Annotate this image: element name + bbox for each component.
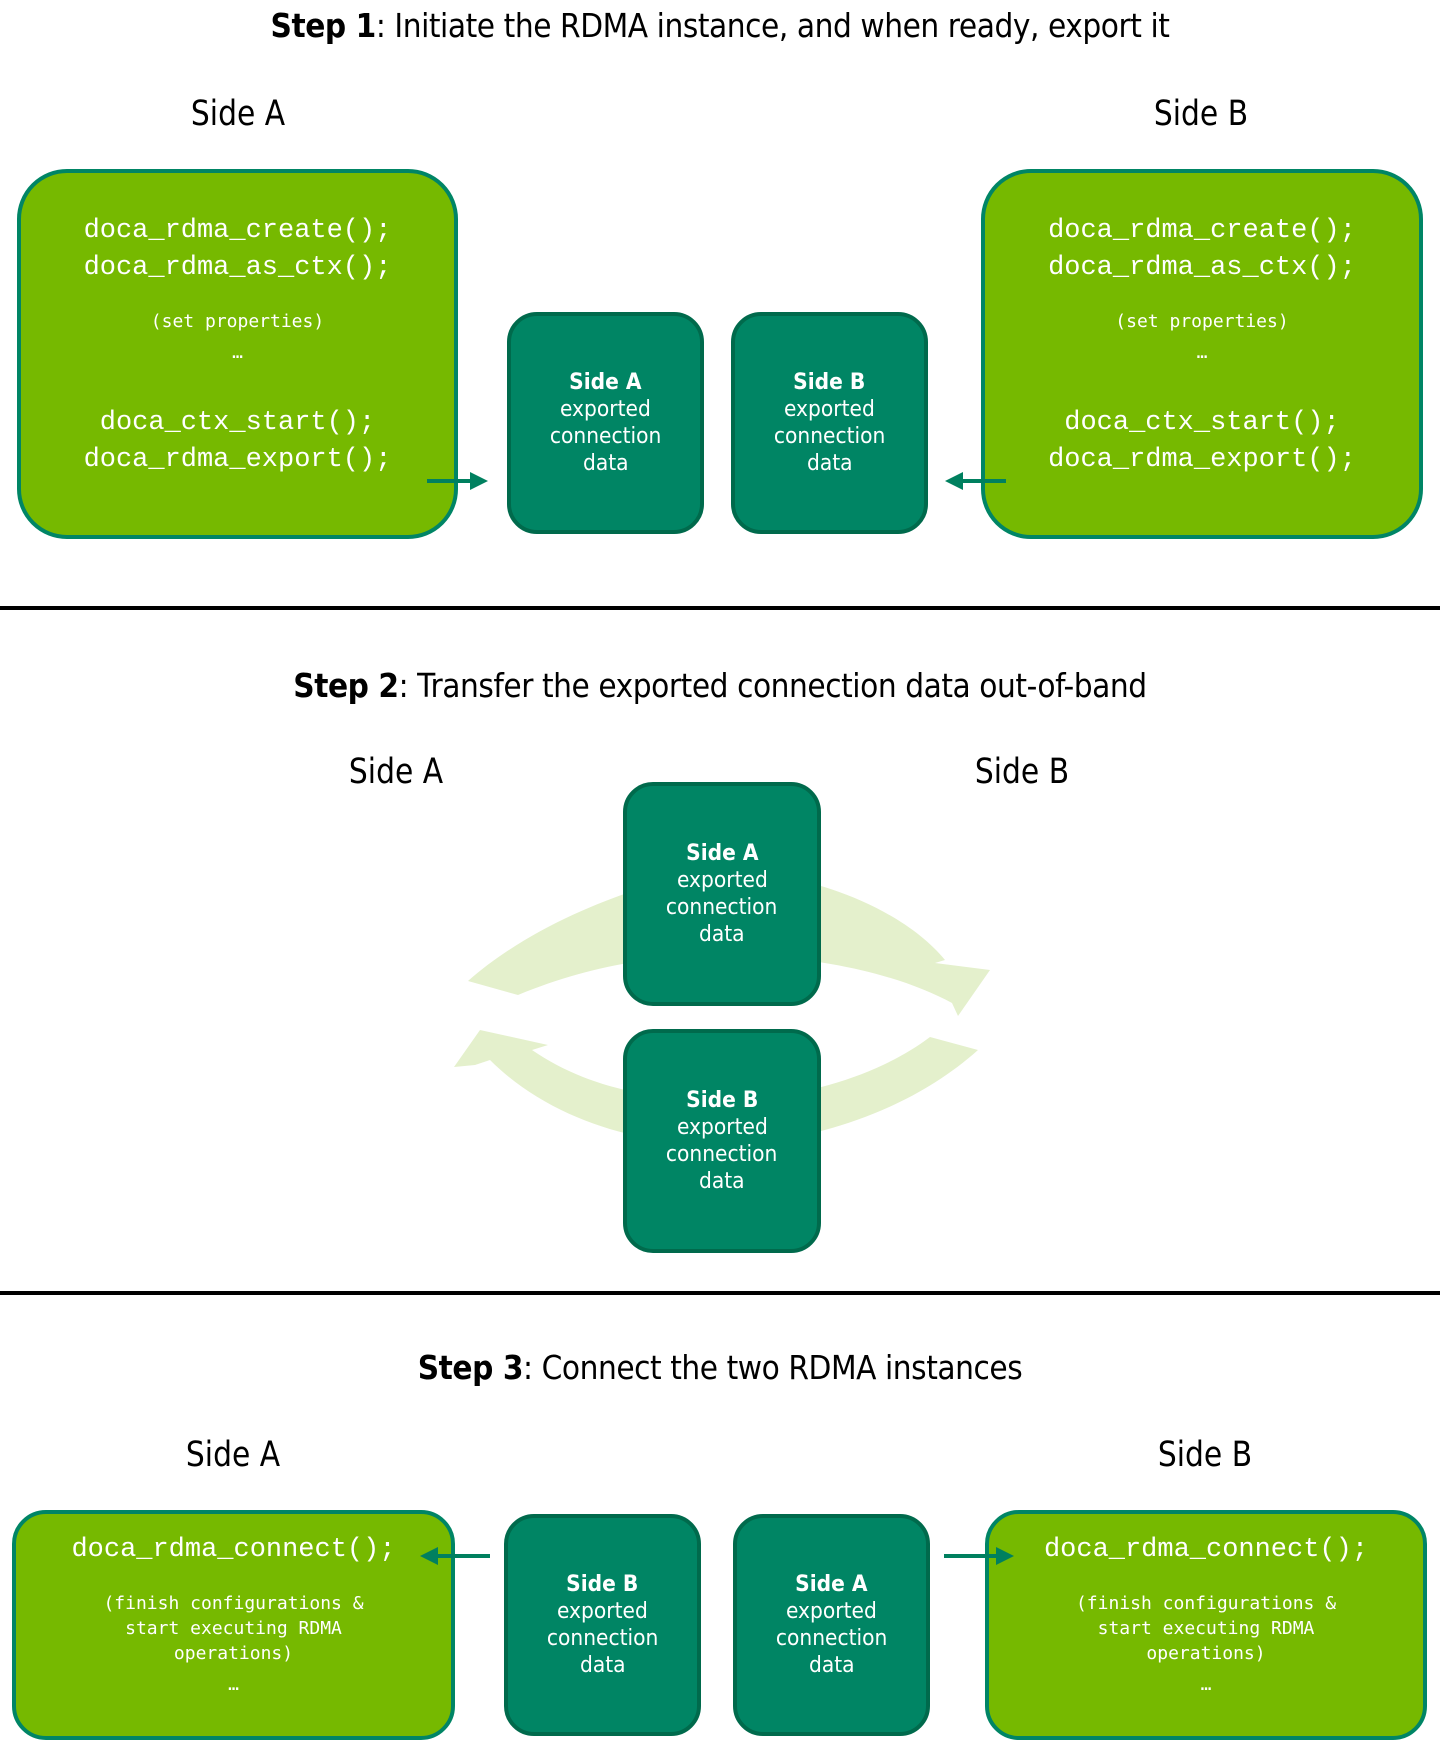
code-line: doca_rdma_connect(); (1043, 1535, 1369, 1565)
data-box-line: connection (775, 1626, 888, 1651)
code-line: doca_rdma_connect(); (71, 1535, 396, 1565)
divider-step2-step3 (0, 1291, 1440, 1295)
code-line: doca_rdma_export(); (83, 445, 392, 475)
step1-title-bold: Step 1 (270, 6, 377, 45)
data-box-line: exported (560, 397, 651, 422)
data-box-line: connection (773, 424, 886, 449)
step3-side-b-label: Side B (1157, 1435, 1253, 1475)
data-box-heading: Side B (685, 1088, 759, 1113)
cycle-arrow-bottom-icon (454, 1030, 978, 1145)
code-line: doca_ctx_start(); (99, 408, 376, 438)
data-box-line: data (699, 1169, 745, 1194)
step2-title-text: : Transfer the exported connection data … (398, 666, 1148, 705)
data-box-heading: Side B (566, 1572, 639, 1597)
code-line: doca_rdma_export(); (1048, 445, 1356, 475)
code-note: (finish configurations & (103, 1593, 364, 1614)
code-note: (set properties) (1115, 311, 1289, 332)
data-box-line: connection (546, 1626, 659, 1651)
ellipsis: … (228, 1674, 239, 1695)
data-box-line: connection (666, 895, 778, 920)
step3-title-bold: Step 3 (417, 1348, 524, 1387)
step3-side-a-data-box: Side A exported connection data (733, 1514, 930, 1736)
step1-side-b-label: Side B (1153, 94, 1249, 134)
code-line: doca_rdma_as_ctx(); (83, 253, 392, 283)
code-note: (finish configurations & (1075, 1593, 1337, 1614)
code-line: doca_ctx_start(); (1064, 408, 1340, 438)
step1-title: Step 1: Initiate the RDMA instance, and … (72, 6, 1368, 45)
step3-title-text: : Connect the two RDMA instances (523, 1348, 1023, 1387)
data-box-line: connection (666, 1142, 778, 1167)
data-box-line: exported (557, 1599, 648, 1624)
step2-title: Step 2: Transfer the exported connection… (72, 666, 1368, 705)
code-note: (set properties) (150, 311, 325, 332)
data-box-line: exported (676, 868, 768, 893)
data-box-heading: Side A (685, 841, 759, 866)
step3-side-a-code-box: doca_rdma_connect(); (finish configurati… (12, 1510, 455, 1740)
code-note: operations) (1146, 1643, 1266, 1664)
data-box-line: exported (786, 1599, 877, 1624)
step1-side-b-code-box: doca_rdma_create(); doca_rdma_as_ctx(); … (981, 169, 1423, 539)
data-box-line: data (582, 451, 629, 476)
data-box-line: exported (676, 1115, 768, 1140)
step1-side-a-label: Side A (190, 94, 286, 134)
step3-side-b-data-box: Side B exported connection data (504, 1514, 701, 1736)
ellipsis: … (232, 342, 243, 363)
code-line: doca_rdma_as_ctx(); (1048, 253, 1356, 283)
data-box-heading: Side A (795, 1572, 868, 1597)
divider-step1-step2 (0, 606, 1440, 610)
data-box-line: data (579, 1653, 626, 1678)
code-note: start executing RDMA (1097, 1618, 1315, 1639)
step2-title-bold: Step 2 (293, 666, 399, 705)
data-box-line: data (806, 451, 853, 476)
code-note: operations) (173, 1643, 294, 1664)
step1-side-a-code-box: doca_rdma_create(); doca_rdma_as_ctx(); … (17, 169, 458, 539)
data-box-line: exported (784, 397, 875, 422)
step3-side-b-code-box: doca_rdma_connect(); (finish configurati… (985, 1510, 1427, 1740)
step1-side-b-data-box: Side B exported connection data (731, 312, 928, 534)
step2-side-a-data-box: Side A exported connection data (623, 782, 821, 1006)
step2-side-b-data-box: Side B exported connection data (623, 1029, 821, 1253)
data-box-heading: Side B (793, 370, 866, 395)
step1-side-a-data-box: Side A exported connection data (507, 312, 704, 534)
step1-title-text: : Initiate the RDMA instance, and when r… (375, 6, 1170, 45)
step3-side-a-label: Side A (185, 1435, 281, 1475)
code-note: start executing RDMA (125, 1618, 342, 1639)
step3-title: Step 3: Connect the two RDMA instances (72, 1348, 1368, 1387)
ellipsis: … (1196, 342, 1208, 363)
step2-side-b-label: Side B (974, 752, 1070, 792)
code-line: doca_rdma_create(); (1048, 216, 1356, 246)
code-line: doca_rdma_create(); (83, 216, 392, 246)
data-box-line: data (699, 922, 745, 947)
data-box-line: connection (549, 424, 662, 449)
ellipsis: … (1200, 1674, 1212, 1695)
data-box-heading: Side A (569, 370, 642, 395)
data-box-line: data (808, 1653, 855, 1678)
step2-side-a-label: Side A (348, 752, 444, 792)
